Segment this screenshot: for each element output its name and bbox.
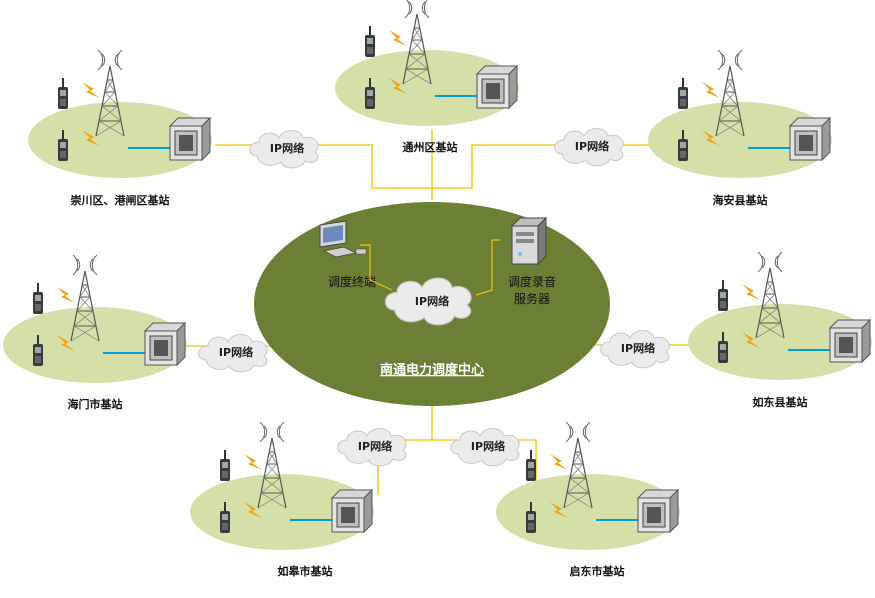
cloud-network-label: IP网络 — [358, 439, 392, 453]
station-label: 海安县基站 — [713, 193, 768, 207]
base-station-cabinet-icon — [169, 117, 211, 161]
lightning-icon — [742, 284, 760, 300]
lightning-icon — [82, 82, 100, 98]
station-label: 通州区基站 — [403, 140, 458, 154]
computer-terminal-icon — [319, 220, 367, 258]
cloud-network-label: IP网络 — [471, 439, 505, 453]
center-network-label: IP网络 — [415, 294, 449, 308]
lightning-icon — [389, 30, 407, 46]
lightning-icon — [57, 287, 75, 303]
lightning-icon — [550, 454, 568, 470]
station-label: 如东县基站 — [753, 395, 808, 409]
base-station-cabinet-icon — [144, 322, 186, 366]
station-label: 海门市基站 — [68, 397, 123, 411]
cloud-network-label: IP网络 — [621, 341, 655, 355]
walkie-talkie-icon — [678, 78, 688, 109]
cloud-network-label: IP网络 — [219, 345, 253, 359]
base-station-cabinet-icon — [789, 117, 831, 161]
base-station-cabinet-icon — [829, 319, 871, 363]
station-chongchuan: 崇川区、港闸区基站 — [28, 49, 212, 207]
station-rudong: 如东县基站 — [688, 251, 872, 409]
station-rugao: 如皋市基站 — [190, 421, 374, 578]
lightning-icon — [702, 82, 720, 98]
base-station-cabinet-icon — [331, 489, 373, 533]
base-station-cabinet-icon — [637, 489, 679, 533]
walkie-talkie-icon — [33, 283, 43, 314]
dispatch-center: 调度终端 调度录音 服务器 IP网络 南通电力调度中心 — [254, 202, 610, 406]
server-label-line1: 调度录音 — [508, 274, 556, 289]
station-qidong: 启东市基站 — [496, 421, 680, 578]
station-haian: 海安县基站 — [648, 49, 832, 207]
station-label: 如皋市基站 — [278, 564, 333, 578]
walkie-talkie-icon — [365, 26, 375, 57]
station-label: 崇川区、港闸区基站 — [71, 193, 170, 207]
station-haimen: 海门市基站 — [3, 254, 187, 411]
station-label: 启东市基站 — [570, 564, 625, 578]
walkie-talkie-icon — [58, 78, 68, 109]
server-label-line2: 服务器 — [514, 291, 550, 306]
station-tongzhou: 通州区基站 — [335, 0, 519, 154]
terminal-label: 调度终端 — [328, 274, 376, 289]
cloud-network-label: IP网络 — [575, 139, 609, 153]
base-station-cabinet-icon — [476, 65, 518, 109]
cloud-network-label: IP网络 — [270, 141, 304, 155]
walkie-talkie-icon — [718, 280, 728, 311]
walkie-talkie-icon — [220, 450, 230, 481]
lightning-icon — [244, 454, 262, 470]
center-title: 南通电力调度中心 — [380, 362, 484, 378]
walkie-talkie-icon — [526, 450, 536, 481]
server-icon — [510, 216, 548, 266]
